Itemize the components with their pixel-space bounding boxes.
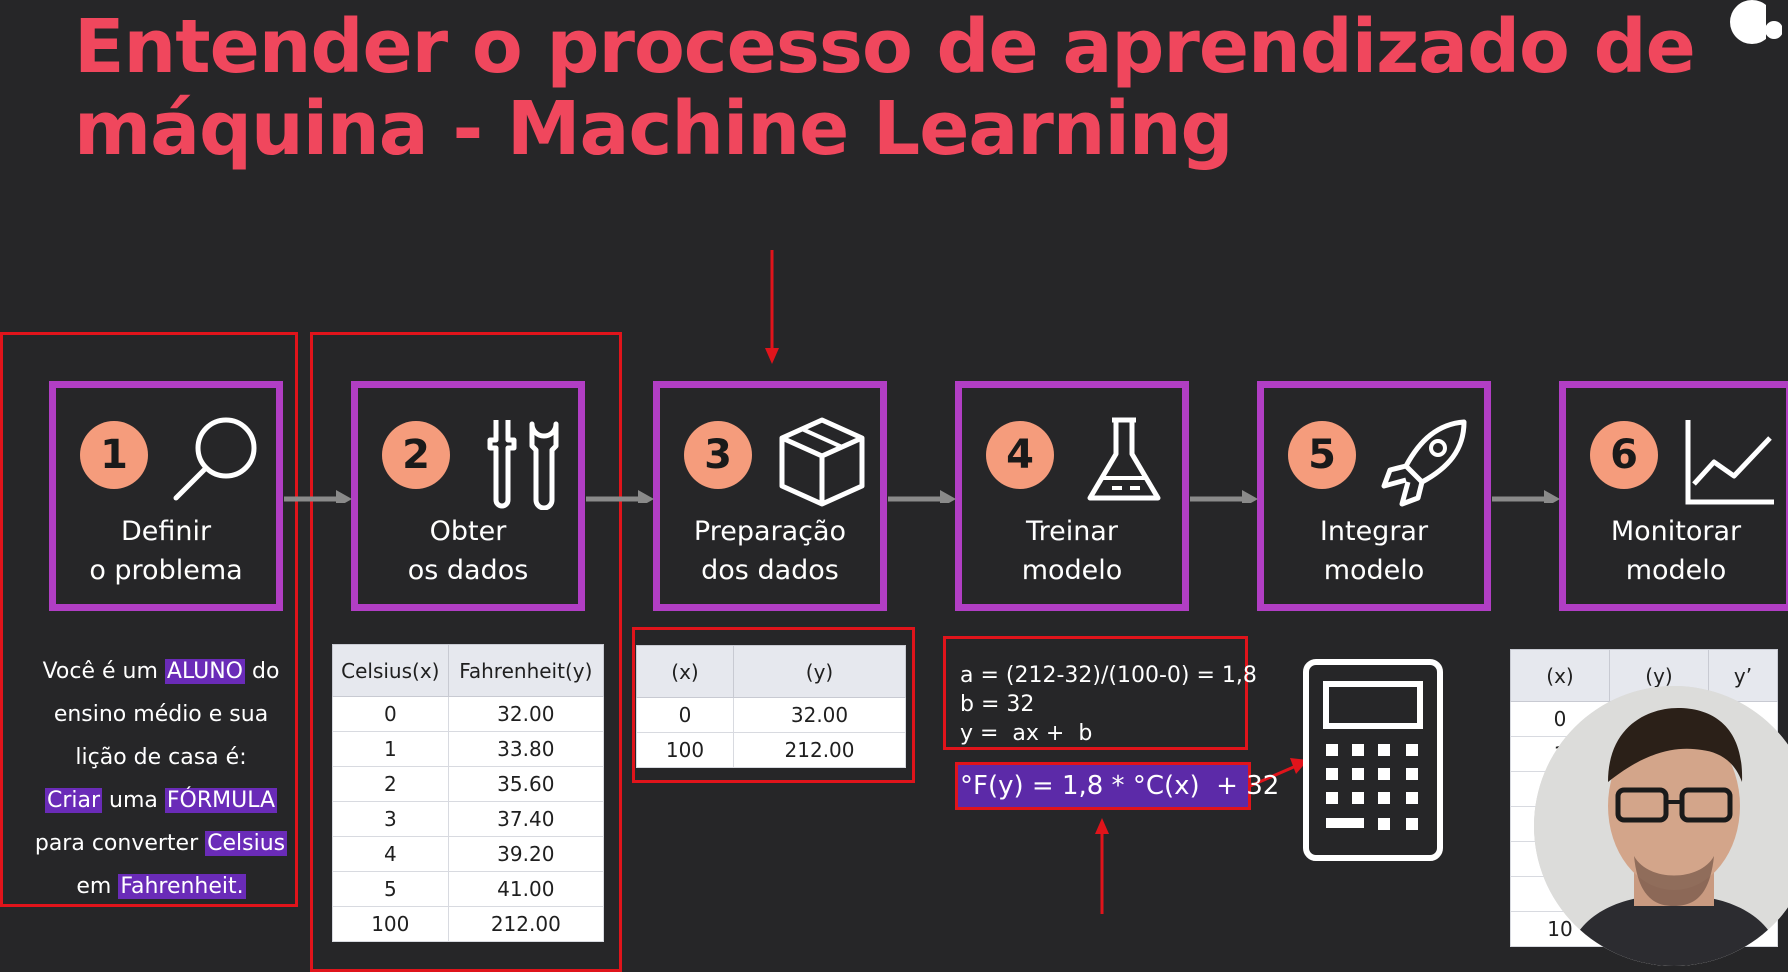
flow-arrow-icon: [1492, 490, 1560, 503]
desc-highlight: FÓRMULA: [164, 788, 278, 813]
step-3-label: Preparação dos dados: [693, 516, 847, 586]
red-arrow-up-icon: [1095, 818, 1109, 914]
step-1-label: Definir o problema: [89, 516, 243, 586]
table-cell: 100: [635, 732, 735, 768]
desc-text: ensino médio e sua: [53, 702, 269, 727]
table-header: (y): [733, 645, 906, 698]
training-formulas: a = (212-32)/(100-0) = 1,8 b = 32 y = ax…: [943, 636, 1257, 750]
red-arrow-down-icon: [765, 250, 779, 364]
step-6-label: Monitorar modelo: [1610, 516, 1742, 586]
table-cell: 35.60: [447, 766, 605, 802]
step-5-card: 5 Integrar modelo: [1257, 381, 1491, 611]
table-cell: 37.40: [447, 801, 605, 837]
step-6-number: 6: [1590, 421, 1658, 489]
table-cell: 212.00: [447, 906, 605, 942]
desc-highlight: Criar: [44, 788, 103, 813]
desc-highlight: ALUNO: [164, 659, 245, 684]
tools-icon: [487, 420, 559, 510]
desc-highlight: Fahrenheit.: [118, 874, 246, 899]
flow-arrow-icon: [888, 490, 956, 503]
table-cell: 33.80: [447, 731, 605, 767]
table-header: Celsius(x): [332, 644, 449, 697]
table-cell: 1: [332, 731, 449, 767]
step-3-number: 3: [684, 421, 752, 489]
step-5-label: Integrar modelo: [1319, 516, 1429, 586]
step-2-card: 2 Obter os dados: [351, 381, 585, 611]
table-cell: 100: [332, 906, 449, 942]
brand-logo-icon: [1730, 0, 1782, 50]
annotation-box-step-1: [0, 332, 298, 907]
table-cell: 4: [332, 836, 449, 872]
table-header: (x): [635, 645, 735, 698]
rocket-icon: [1381, 419, 1467, 507]
table-cell: 212.00: [733, 732, 906, 768]
presenter-webcam: [1534, 686, 1788, 966]
formula-a: a = (212-32)/(100-0) = 1,8: [960, 663, 1257, 688]
step-2-label: Obter os dados: [407, 516, 529, 586]
desc-text: do: [245, 659, 280, 684]
step-1-number: 1: [80, 421, 148, 489]
table-cell: 5: [332, 871, 449, 907]
formula-y: y = ax + b: [960, 721, 1093, 746]
step-3-card: 3 Preparação dos dados: [653, 381, 887, 611]
flow-arrow-icon: [586, 490, 654, 503]
desc-text: lição de casa é:: [75, 745, 247, 770]
problem-description: Você é um ALUNO do ensino médio e sua li…: [16, 650, 306, 908]
calculator-icon: [1303, 659, 1443, 861]
magnifier-icon: [173, 417, 257, 501]
table-header: Fahrenheit(y): [447, 644, 605, 697]
slide-title: Entender o processo de aprendizado de má…: [74, 4, 1696, 172]
annotation-box-prepared-table: [632, 627, 915, 783]
table-cell: 3: [332, 801, 449, 837]
desc-text: uma: [102, 788, 165, 813]
step-4-label: Treinar modelo: [1021, 516, 1123, 586]
table-cell: 39.20: [447, 836, 605, 872]
formula-b: b = 32: [960, 692, 1035, 717]
desc-text: para converter: [34, 831, 206, 856]
flask-icon: [1087, 417, 1161, 501]
box-icon: [779, 417, 865, 507]
desc-text: em: [76, 874, 119, 899]
flow-arrow-icon: [1190, 490, 1258, 503]
step-5-number: 5: [1288, 421, 1356, 489]
table-cell: 2: [332, 766, 449, 802]
step-1-card: 1 Definir o problema: [49, 381, 283, 611]
desc-text: Você é um: [42, 659, 165, 684]
step-4-card: 4 Treinar modelo: [955, 381, 1189, 611]
table-header: (x): [1509, 649, 1611, 702]
table-cell: 41.00: [447, 871, 605, 907]
desc-highlight: Celsius: [205, 831, 288, 856]
table-cell: 32.00: [733, 697, 906, 733]
table-cell: 0: [635, 697, 735, 733]
step-4-number: 4: [986, 421, 1054, 489]
slide-title-line-2: máquina - Machine Learning: [74, 86, 1234, 172]
line-chart-icon: [1685, 420, 1774, 505]
final-formula: °F(y) = 1,8 * °C(x) + 32: [955, 762, 1279, 810]
step-2-number: 2: [382, 421, 450, 489]
slide-title-line-1: Entender o processo de aprendizado de: [74, 4, 1696, 90]
table-cell: 0: [332, 696, 449, 732]
step-6-card: 6 Monitorar modelo: [1559, 381, 1788, 611]
presenter-avatar: [1534, 686, 1788, 966]
flow-arrow-icon: [284, 490, 352, 503]
table-cell: 32.00: [447, 696, 605, 732]
